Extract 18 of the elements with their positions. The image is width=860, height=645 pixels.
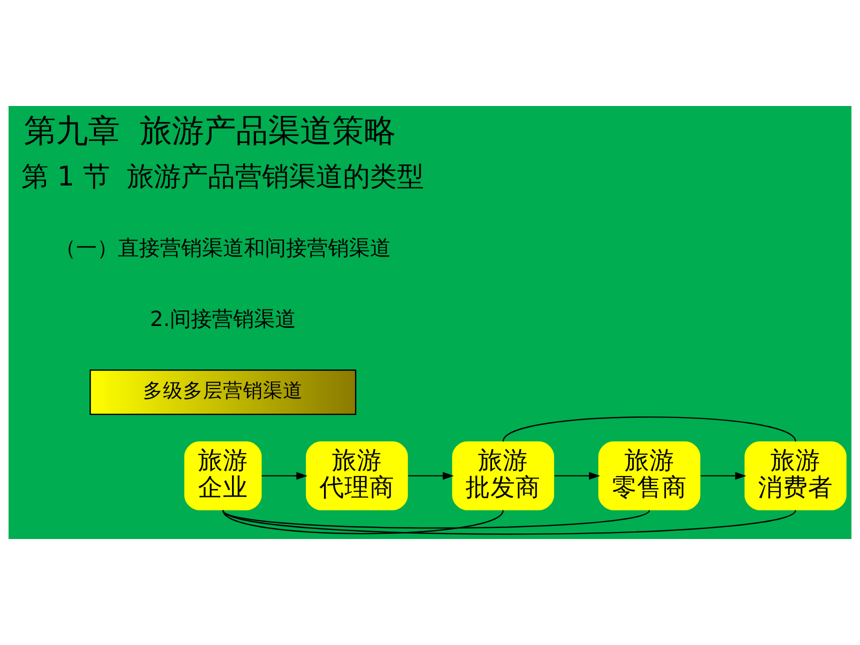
label: 第 1 节 旅游产品营销渠道的类型 <box>22 161 424 192</box>
arrow <box>408 472 454 480</box>
arrow <box>554 472 600 480</box>
connector <box>222 510 504 534</box>
node-box: 旅游零售商 <box>598 441 700 510</box>
label: （一）直接营销渠道和间接营销渠道 <box>54 236 391 260</box>
arrow <box>262 472 308 480</box>
connector <box>222 510 796 535</box>
node-box: 多级多层营销渠道 <box>90 370 356 415</box>
node-box: 旅游企业 <box>184 441 262 510</box>
diagram-title: 第九章 旅游产品渠道策略 <box>24 111 396 150</box>
node-box: 旅游代理商 <box>306 441 408 510</box>
connector <box>502 416 796 442</box>
arrow <box>700 472 746 480</box>
node-box: 旅游批发商 <box>452 441 554 510</box>
connector <box>222 510 650 529</box>
node-box: 旅游消费者 <box>744 441 846 510</box>
label: 2.间接营销渠道 <box>150 307 296 332</box>
